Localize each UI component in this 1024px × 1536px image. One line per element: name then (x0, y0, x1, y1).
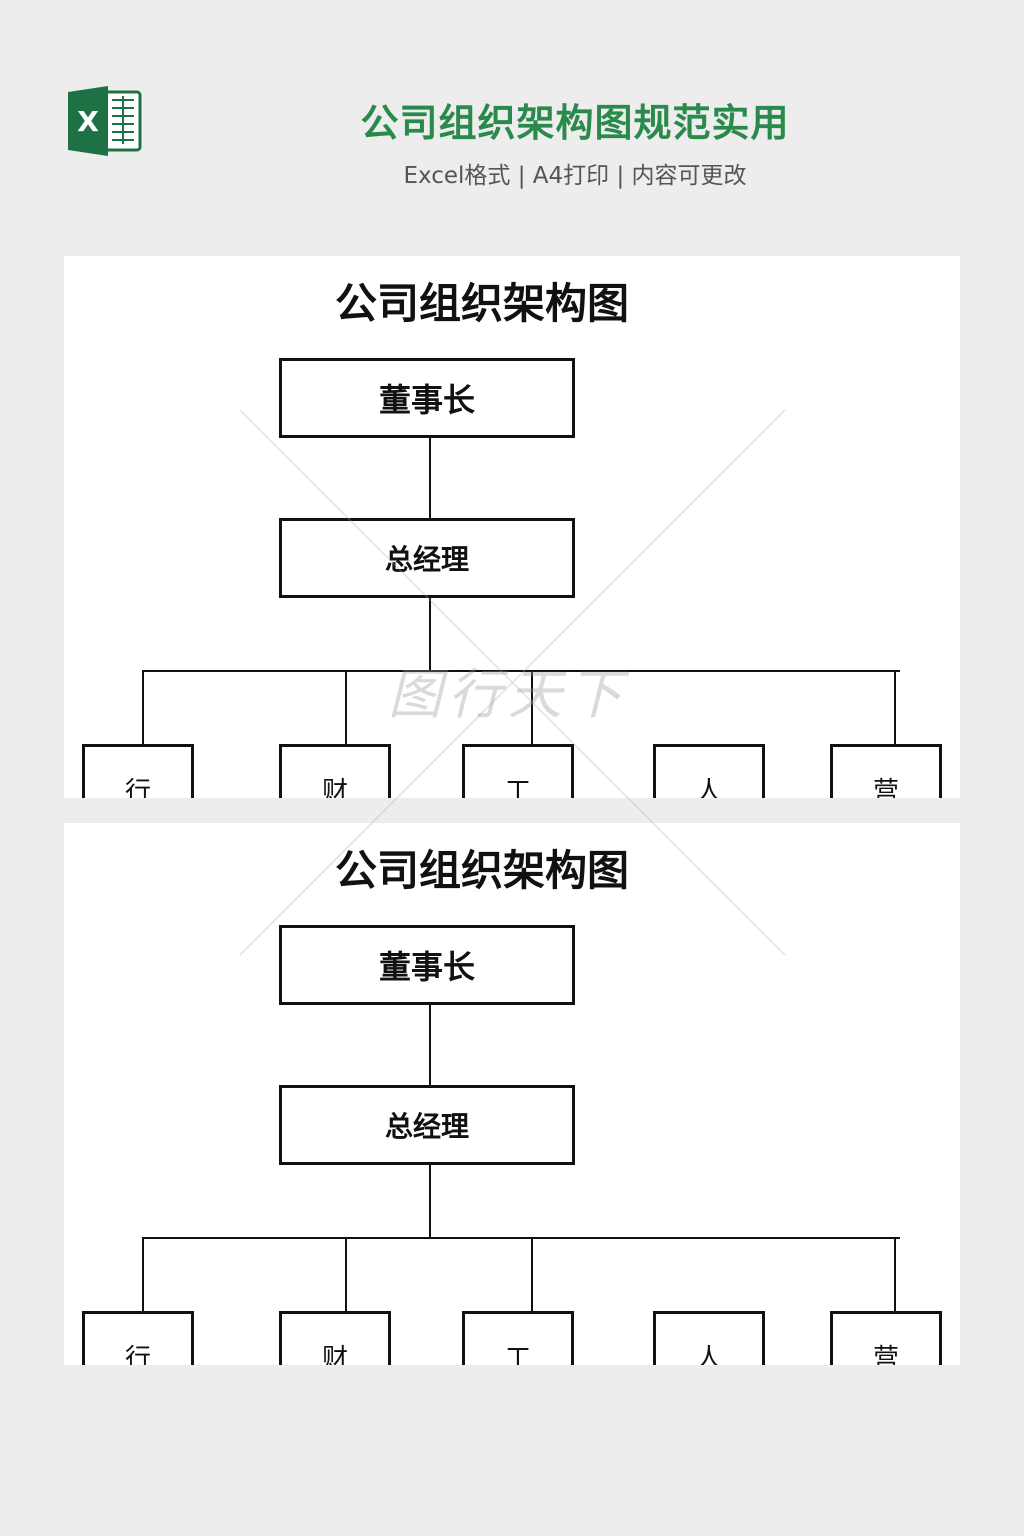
department-box: 财 (279, 744, 391, 798)
page-subtitle: Excel格式 | A4打印 | 内容可更改 (403, 163, 747, 189)
watermark-text: 图行天下 (388, 663, 628, 726)
department-box: 营 (830, 1311, 942, 1365)
department-box: 人 (653, 744, 765, 798)
chart-title: 公司组织架构图 (334, 279, 629, 328)
connector-line (429, 1005, 431, 1085)
connector-line (142, 1237, 144, 1313)
chairman-box: 董事长 (279, 358, 575, 438)
department-box: 行 (82, 1311, 194, 1365)
connector-line (345, 670, 347, 746)
sheet-preview-1: 公司组织架构图 董事长 总经理 行 财 工 人 营 (64, 256, 960, 798)
department-box: 工 (462, 744, 574, 798)
department-box: 工 (462, 1311, 574, 1365)
chart-title: 公司组织架构图 (334, 846, 629, 895)
excel-icon: X (68, 86, 142, 156)
connector-line (345, 1237, 347, 1313)
department-box: 人 (653, 1311, 765, 1365)
page-title: 公司组织架构图规范实用 (360, 101, 790, 145)
department-box: 财 (279, 1311, 391, 1365)
sheet-preview-2: 公司组织架构图 董事长 总经理 行 财 工 人 营 (64, 823, 960, 1365)
connector-line (894, 670, 896, 746)
general-manager-box: 总经理 (279, 1085, 575, 1165)
branch-line (142, 670, 900, 672)
connector-line (142, 670, 144, 746)
excel-icon-letter: X (77, 105, 99, 138)
connector-line (429, 598, 431, 670)
connector-line (429, 1165, 431, 1237)
connector-line (531, 1237, 533, 1313)
branch-line (142, 1237, 900, 1239)
connector-line (531, 670, 533, 746)
connector-line (429, 438, 431, 518)
general-manager-box: 总经理 (279, 518, 575, 598)
chairman-box: 董事长 (279, 925, 575, 1005)
connector-line (894, 1237, 896, 1313)
department-box: 营 (830, 744, 942, 798)
department-box: 行 (82, 744, 194, 798)
